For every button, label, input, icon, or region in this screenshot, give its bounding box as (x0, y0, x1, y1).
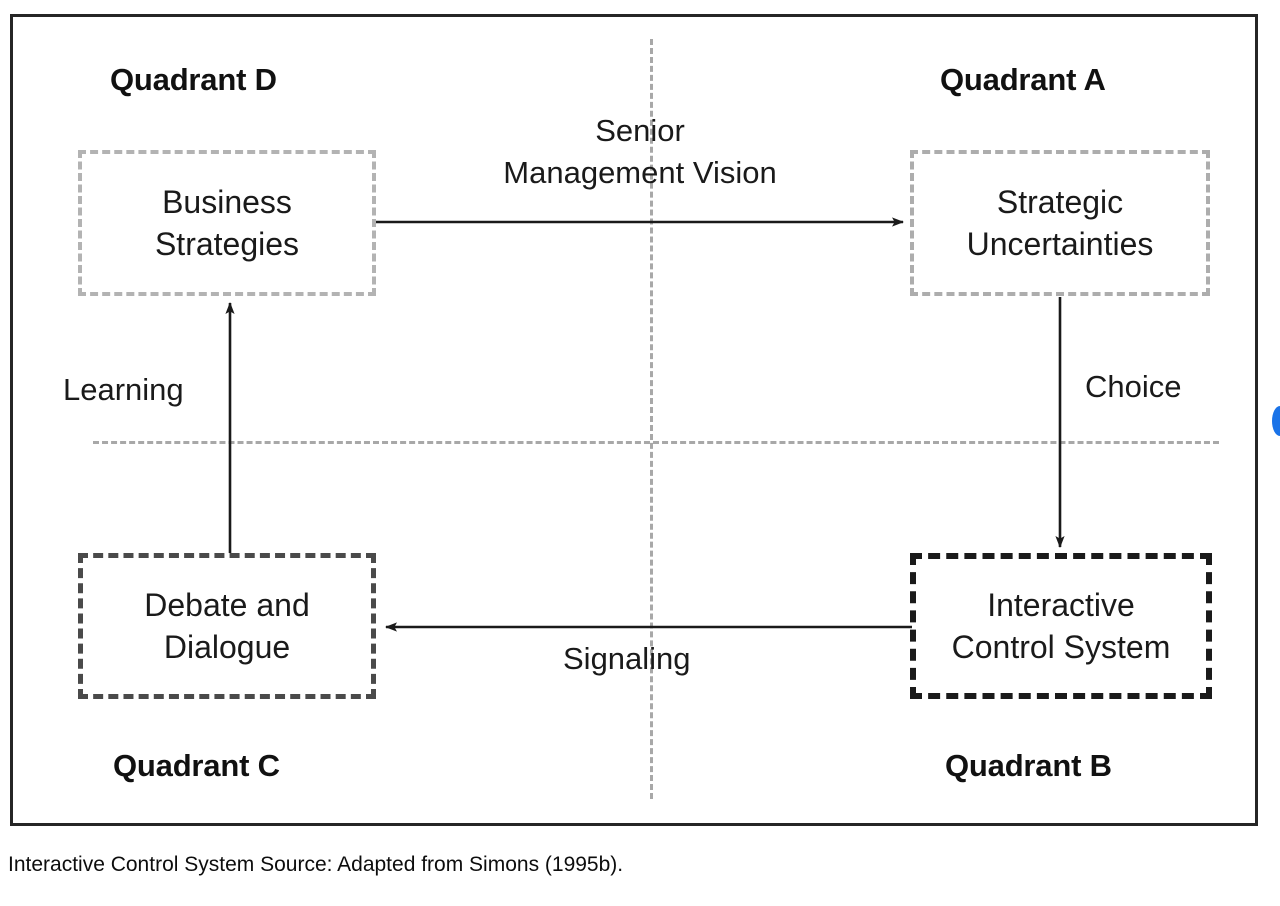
box-interactive-control-system-line1: Interactive (987, 586, 1135, 623)
figure-caption: Interactive Control System Source: Adapt… (8, 853, 624, 876)
box-interactive-control-system-line2: Control System (951, 629, 1171, 665)
box-strategic-uncertainties-line2: Uncertainties (966, 226, 1154, 262)
horizontal-divider (93, 441, 1219, 444)
box-debate-and-dialogue: Debate and Dialogue (78, 553, 376, 699)
box-interactive-control-system: Interactive Control System (910, 553, 1212, 699)
edge-label-senior-management-vision: Senior Management Vision (440, 110, 840, 194)
scroll-indicator-dot[interactable] (1272, 406, 1280, 436)
edge-label-signaling: Signaling (563, 641, 691, 676)
quadrant-label-c: Quadrant C (113, 748, 280, 783)
box-business-strategies-line2: Strategies (154, 226, 300, 262)
box-strategic-uncertainties-line1: Strategic (996, 183, 1124, 220)
edge-label-senior-management-vision-line1: Senior (595, 113, 685, 148)
box-business-strategies: Business Strategies (78, 150, 376, 296)
box-business-strategies-line1: Business (162, 183, 292, 220)
quadrant-label-b: Quadrant B (945, 748, 1112, 783)
box-strategic-uncertainties: Strategic Uncertainties (910, 150, 1210, 296)
edge-label-senior-management-vision-line2: Management Vision (503, 154, 777, 190)
edge-label-learning: Learning (63, 372, 184, 407)
quadrant-label-d: Quadrant D (110, 62, 277, 97)
box-debate-and-dialogue-line1: Debate and (144, 586, 310, 623)
quadrant-label-a: Quadrant A (940, 62, 1106, 97)
edge-label-choice: Choice (1085, 369, 1182, 404)
vertical-divider (650, 39, 653, 799)
box-debate-and-dialogue-line2: Dialogue (163, 629, 291, 665)
